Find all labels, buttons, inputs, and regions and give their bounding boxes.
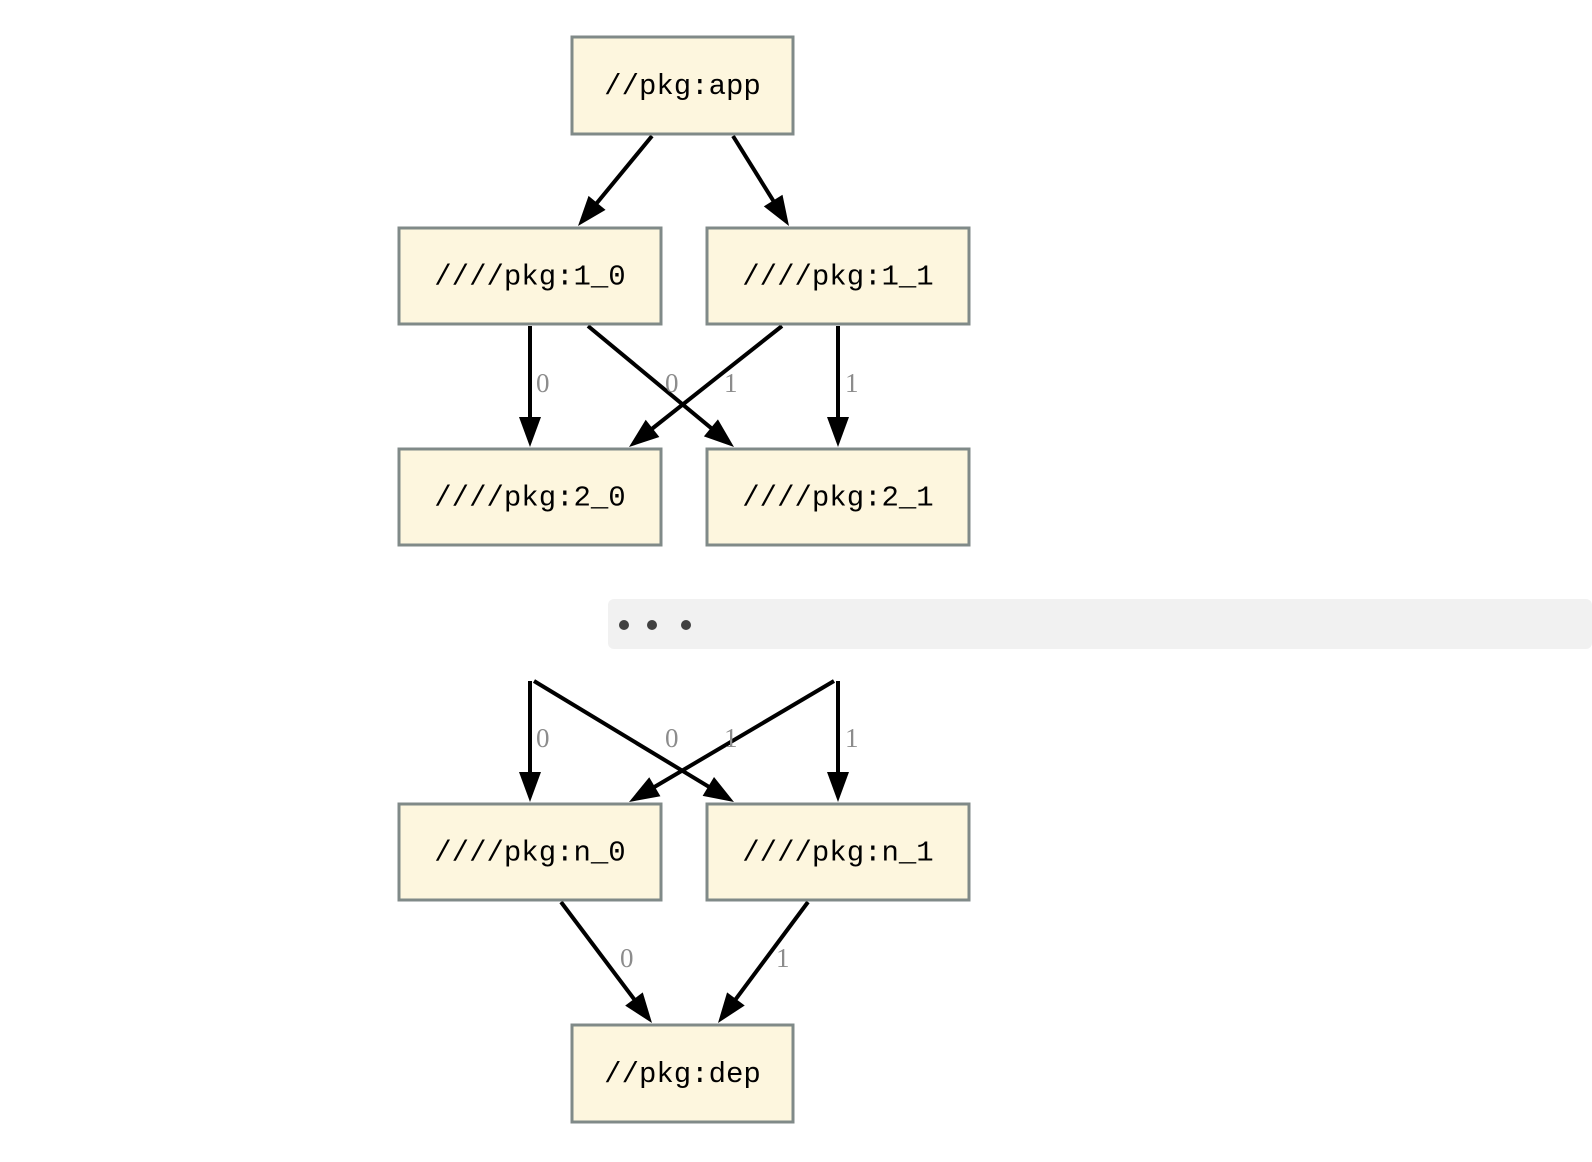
node-box[interactable] xyxy=(397,447,663,547)
edge-layer xyxy=(519,134,849,1023)
edge-label: 0 xyxy=(665,368,679,398)
graph-edge xyxy=(827,326,849,447)
graph-node-dep[interactable]: //pkg:dep xyxy=(570,1023,795,1124)
edge-label: 1 xyxy=(845,723,859,753)
edge-line xyxy=(532,679,713,791)
ellipsis-dot-0 xyxy=(619,620,629,630)
graph-edge xyxy=(519,681,541,802)
edge-arrowhead xyxy=(629,419,660,447)
edge-line xyxy=(650,679,836,791)
graph-node-2_1[interactable]: ////pkg:2_1 xyxy=(705,447,971,547)
node-label: ////pkg:n_1 xyxy=(742,837,933,870)
edge-label-layer: 0 0 1 1 0 0 1 1 0 1 xyxy=(536,368,859,973)
node-box[interactable] xyxy=(397,226,663,326)
edge-arrowhead xyxy=(578,195,606,226)
graph-edge xyxy=(629,324,784,447)
graph-edge xyxy=(718,900,810,1023)
graph-edge xyxy=(629,679,836,802)
node-layer: //pkg:app ////pkg:1_0 ////pkg:1_1 ////pkg:2… xyxy=(397,35,971,1124)
edge-label: 1 xyxy=(776,943,790,973)
graph-edge xyxy=(578,134,654,226)
graph-node-1_1[interactable]: ////pkg:1_1 xyxy=(705,226,971,326)
edge-label: 1 xyxy=(845,368,859,398)
ellipsis-dot-1 xyxy=(647,620,657,630)
edge-label: 1 xyxy=(724,723,738,753)
ellipsis-band xyxy=(608,599,1592,649)
edge-line xyxy=(731,900,810,1004)
graph-node-1_0[interactable]: ////pkg:1_0 xyxy=(397,226,663,326)
edge-line xyxy=(648,324,784,433)
node-label: ////pkg:n_0 xyxy=(434,837,625,870)
node-box[interactable] xyxy=(570,1023,795,1124)
edge-label: 0 xyxy=(536,723,550,753)
graph-edge xyxy=(519,326,541,447)
edge-arrowhead xyxy=(519,417,541,447)
graph-edge xyxy=(586,324,734,447)
ellipsis-layer xyxy=(608,599,1592,649)
node-label: ////pkg:1_1 xyxy=(742,261,933,294)
edge-arrowhead xyxy=(827,772,849,802)
node-label: ////pkg:1_0 xyxy=(434,261,625,294)
graph-node-n_1[interactable]: ////pkg:n_1 xyxy=(705,802,971,902)
edge-arrowhead xyxy=(718,992,745,1023)
graph-node-2_0[interactable]: ////pkg:2_0 xyxy=(397,447,663,547)
edge-arrowhead xyxy=(625,992,652,1023)
edge-label: 0 xyxy=(620,943,634,973)
graph-edge xyxy=(731,134,789,226)
graph-node-n_0[interactable]: ////pkg:n_0 xyxy=(397,802,663,902)
edge-line xyxy=(559,900,638,1004)
ellipsis-dot-2 xyxy=(681,620,691,630)
node-box[interactable] xyxy=(397,802,663,902)
edge-arrowhead xyxy=(519,772,541,802)
edge-label: 0 xyxy=(665,723,679,753)
edge-label: 1 xyxy=(724,368,738,398)
edge-line xyxy=(731,134,777,205)
edge-arrowhead xyxy=(702,777,734,802)
graph-edge xyxy=(827,681,849,802)
graph-edge xyxy=(559,900,652,1023)
edge-arrowhead xyxy=(629,777,661,802)
graph-node-app[interactable]: //pkg:app xyxy=(570,35,795,136)
node-box[interactable] xyxy=(705,447,971,547)
node-label: //pkg:app xyxy=(604,70,761,103)
graph-edge xyxy=(532,679,734,802)
node-label: ////pkg:2_1 xyxy=(742,482,933,515)
edge-line xyxy=(586,324,716,432)
edge-arrowhead xyxy=(703,419,734,447)
edge-arrowhead xyxy=(763,194,789,226)
node-box[interactable] xyxy=(705,226,971,326)
node-box[interactable] xyxy=(705,802,971,902)
node-label: ////pkg:2_0 xyxy=(434,482,625,515)
edge-label: 0 xyxy=(536,368,550,398)
node-box[interactable] xyxy=(570,35,795,136)
edge-arrowhead xyxy=(827,417,849,447)
edge-line xyxy=(592,134,654,208)
node-label: //pkg:dep xyxy=(604,1058,761,1091)
